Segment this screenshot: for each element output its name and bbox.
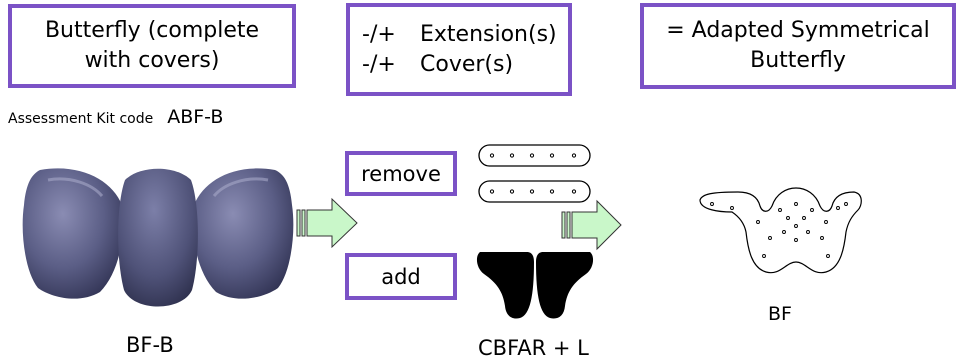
- extension-strip-1: [478, 144, 591, 167]
- butterfly-cushion-image: [22, 168, 294, 307]
- cover-row: -/+ Cover(s): [362, 50, 513, 80]
- arrow-right-2: [561, 199, 622, 251]
- extension-op: -/+: [362, 21, 396, 47]
- result-line1: = Adapted Symmetrical: [666, 18, 930, 43]
- arrow-right-1: [296, 197, 358, 249]
- remove-label: remove: [361, 161, 441, 186]
- extension-text: Extension(s): [420, 21, 557, 47]
- extensions-label: CBFAR + L: [478, 336, 589, 360]
- cushion-label: BF-B: [126, 333, 174, 357]
- remove-box: remove: [345, 151, 457, 196]
- kit-code-value: ABF-B: [167, 106, 224, 128]
- kit-label-text: Assessment Kit code: [8, 111, 154, 127]
- butterfly-complete-line2: with covers): [84, 48, 220, 73]
- cbfar-black-pieces: [476, 252, 594, 319]
- butterfly-complete-line1: Butterfly (complete: [44, 18, 260, 43]
- result-line2: Butterfly: [750, 48, 846, 73]
- kit-code-label: Assessment Kit code ABF-B: [8, 106, 223, 128]
- add-box: add: [345, 253, 457, 300]
- extension-strip-2: [478, 180, 591, 203]
- adapted-butterfly-outline: [699, 187, 862, 274]
- butterfly-complete-box: Butterfly (complete with covers): [8, 4, 296, 88]
- extension-row: -/+ Extension(s): [362, 20, 557, 50]
- cover-text: Cover(s): [420, 51, 514, 77]
- cover-op: -/+: [362, 51, 396, 77]
- result-label: BF: [768, 303, 792, 325]
- result-box: = Adapted Symmetrical Butterfly: [640, 3, 956, 89]
- add-label: add: [381, 264, 421, 289]
- changes-box: -/+ Extension(s) -/+ Cover(s): [346, 3, 572, 96]
